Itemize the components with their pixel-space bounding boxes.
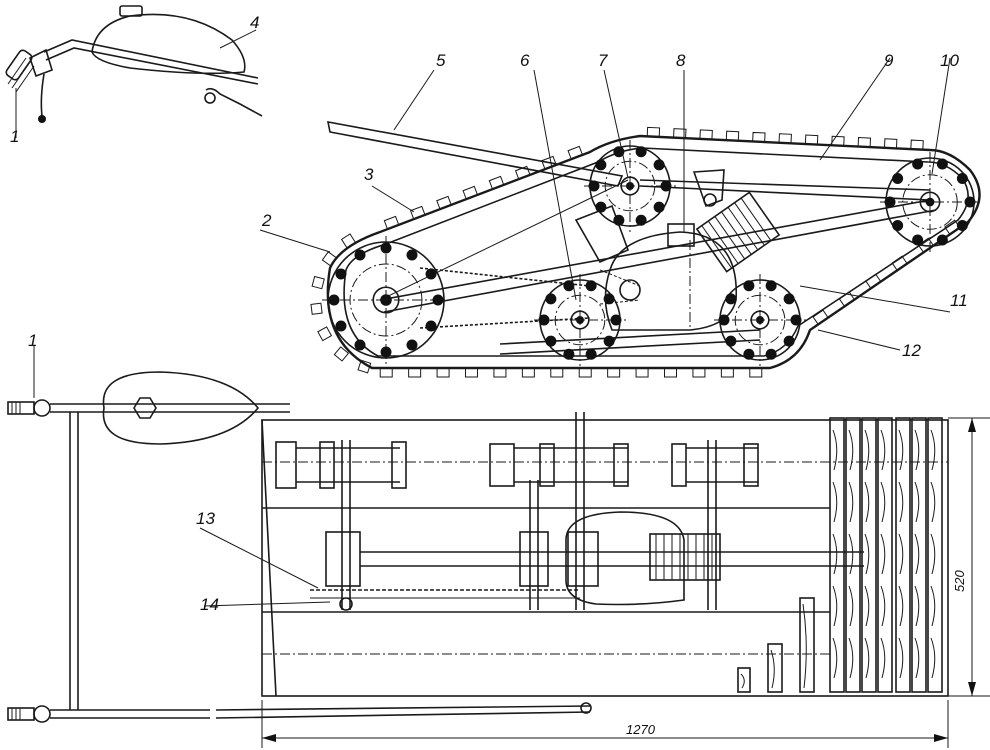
track-lug — [436, 367, 450, 378]
track-lug — [720, 367, 734, 378]
road-wheel — [534, 274, 626, 366]
track-lug — [408, 367, 422, 378]
track-lugs — [310, 126, 961, 378]
track-lug — [891, 255, 908, 272]
track-lug — [550, 367, 564, 378]
upper-sprocket — [584, 140, 676, 232]
track-belt — [326, 134, 981, 370]
track-lug — [521, 367, 535, 378]
callout-2: 2 — [261, 211, 272, 230]
callout-9: 9 — [884, 51, 894, 70]
road-wheel — [714, 274, 806, 366]
track-slat — [895, 417, 911, 693]
cylinder-fins-plan — [649, 533, 721, 581]
track-slat — [911, 417, 927, 693]
handlebar-plan — [7, 399, 592, 723]
callout-7: 7 — [598, 51, 608, 70]
track-lug — [752, 131, 766, 143]
track-lug — [321, 251, 338, 267]
track-lug — [725, 130, 740, 142]
callout-14: 14 — [200, 595, 219, 614]
track-lug — [310, 302, 323, 315]
track-lug — [488, 175, 505, 190]
steering-bar — [326, 121, 624, 187]
track-lug — [804, 134, 819, 146]
idler-wheel — [880, 152, 980, 252]
track-lug — [646, 126, 661, 138]
track-lug — [812, 309, 829, 326]
track-slat-section — [767, 643, 783, 693]
road-wheels — [322, 140, 980, 366]
track-lug — [838, 291, 856, 308]
track-slat — [927, 417, 943, 693]
track-lug — [749, 367, 763, 378]
track-lug — [664, 367, 677, 378]
fuel-tank-plan — [102, 371, 260, 445]
track-lug — [692, 367, 706, 378]
callout-4: 4 — [250, 13, 259, 32]
track-lug — [865, 273, 882, 290]
dimension-width-520: 520 — [952, 570, 967, 592]
track-lug — [944, 219, 961, 236]
track-lug — [514, 165, 531, 180]
callout-13: 13 — [196, 509, 215, 528]
handlebar-tank-view — [5, 5, 263, 123]
callout-leaders — [15, 29, 951, 351]
track-lug — [409, 205, 426, 220]
throttle-grip — [5, 49, 35, 93]
track-lug — [493, 367, 507, 378]
track-slat — [845, 417, 861, 693]
track-slat — [829, 417, 845, 693]
callout-5: 5 — [436, 51, 446, 70]
side-view — [15, 29, 981, 378]
track-lug — [578, 367, 592, 378]
track-lug — [910, 139, 924, 151]
track-lug — [379, 367, 393, 378]
chassis-frame — [261, 419, 949, 697]
track-lug — [333, 346, 350, 362]
plan-view — [7, 346, 949, 723]
fuel-tank-iso — [91, 13, 246, 75]
track-lug — [462, 185, 479, 200]
track-lug — [778, 133, 792, 144]
track-lug — [541, 155, 557, 170]
drive-chain — [419, 267, 591, 329]
track-lug — [383, 215, 400, 230]
track-slat — [877, 417, 893, 693]
track-lug — [607, 367, 621, 378]
track-lug — [436, 195, 452, 210]
callout-1-top: 1 — [10, 127, 19, 146]
track-lug — [311, 275, 325, 290]
track-lug — [857, 137, 872, 148]
sprocket-rows — [275, 441, 759, 489]
dimension-length-1270: 1270 — [626, 722, 656, 737]
callout-10: 10 — [940, 51, 959, 70]
track-lug — [831, 135, 845, 147]
track-lug — [317, 326, 333, 342]
track-lug — [567, 145, 584, 160]
drive-sprocket — [322, 236, 450, 364]
track-slat — [861, 417, 877, 693]
callout-11: 11 — [950, 291, 968, 310]
track-lug — [883, 138, 898, 149]
dimension-lines — [261, 417, 990, 748]
callout-12: 12 — [902, 341, 921, 360]
track-lug — [635, 367, 649, 378]
callout-6: 6 — [520, 51, 530, 70]
track-slat-section — [737, 667, 751, 693]
callout-1-plan: 1 — [28, 331, 37, 350]
track-lug — [673, 128, 687, 139]
track-lug — [699, 129, 713, 140]
callout-8: 8 — [676, 51, 686, 70]
track-lug — [340, 233, 357, 249]
callout-3: 3 — [364, 165, 374, 184]
track-lug — [465, 367, 478, 378]
track-lug — [357, 359, 372, 374]
track-slat-section — [799, 597, 815, 693]
track-slats — [737, 417, 943, 693]
